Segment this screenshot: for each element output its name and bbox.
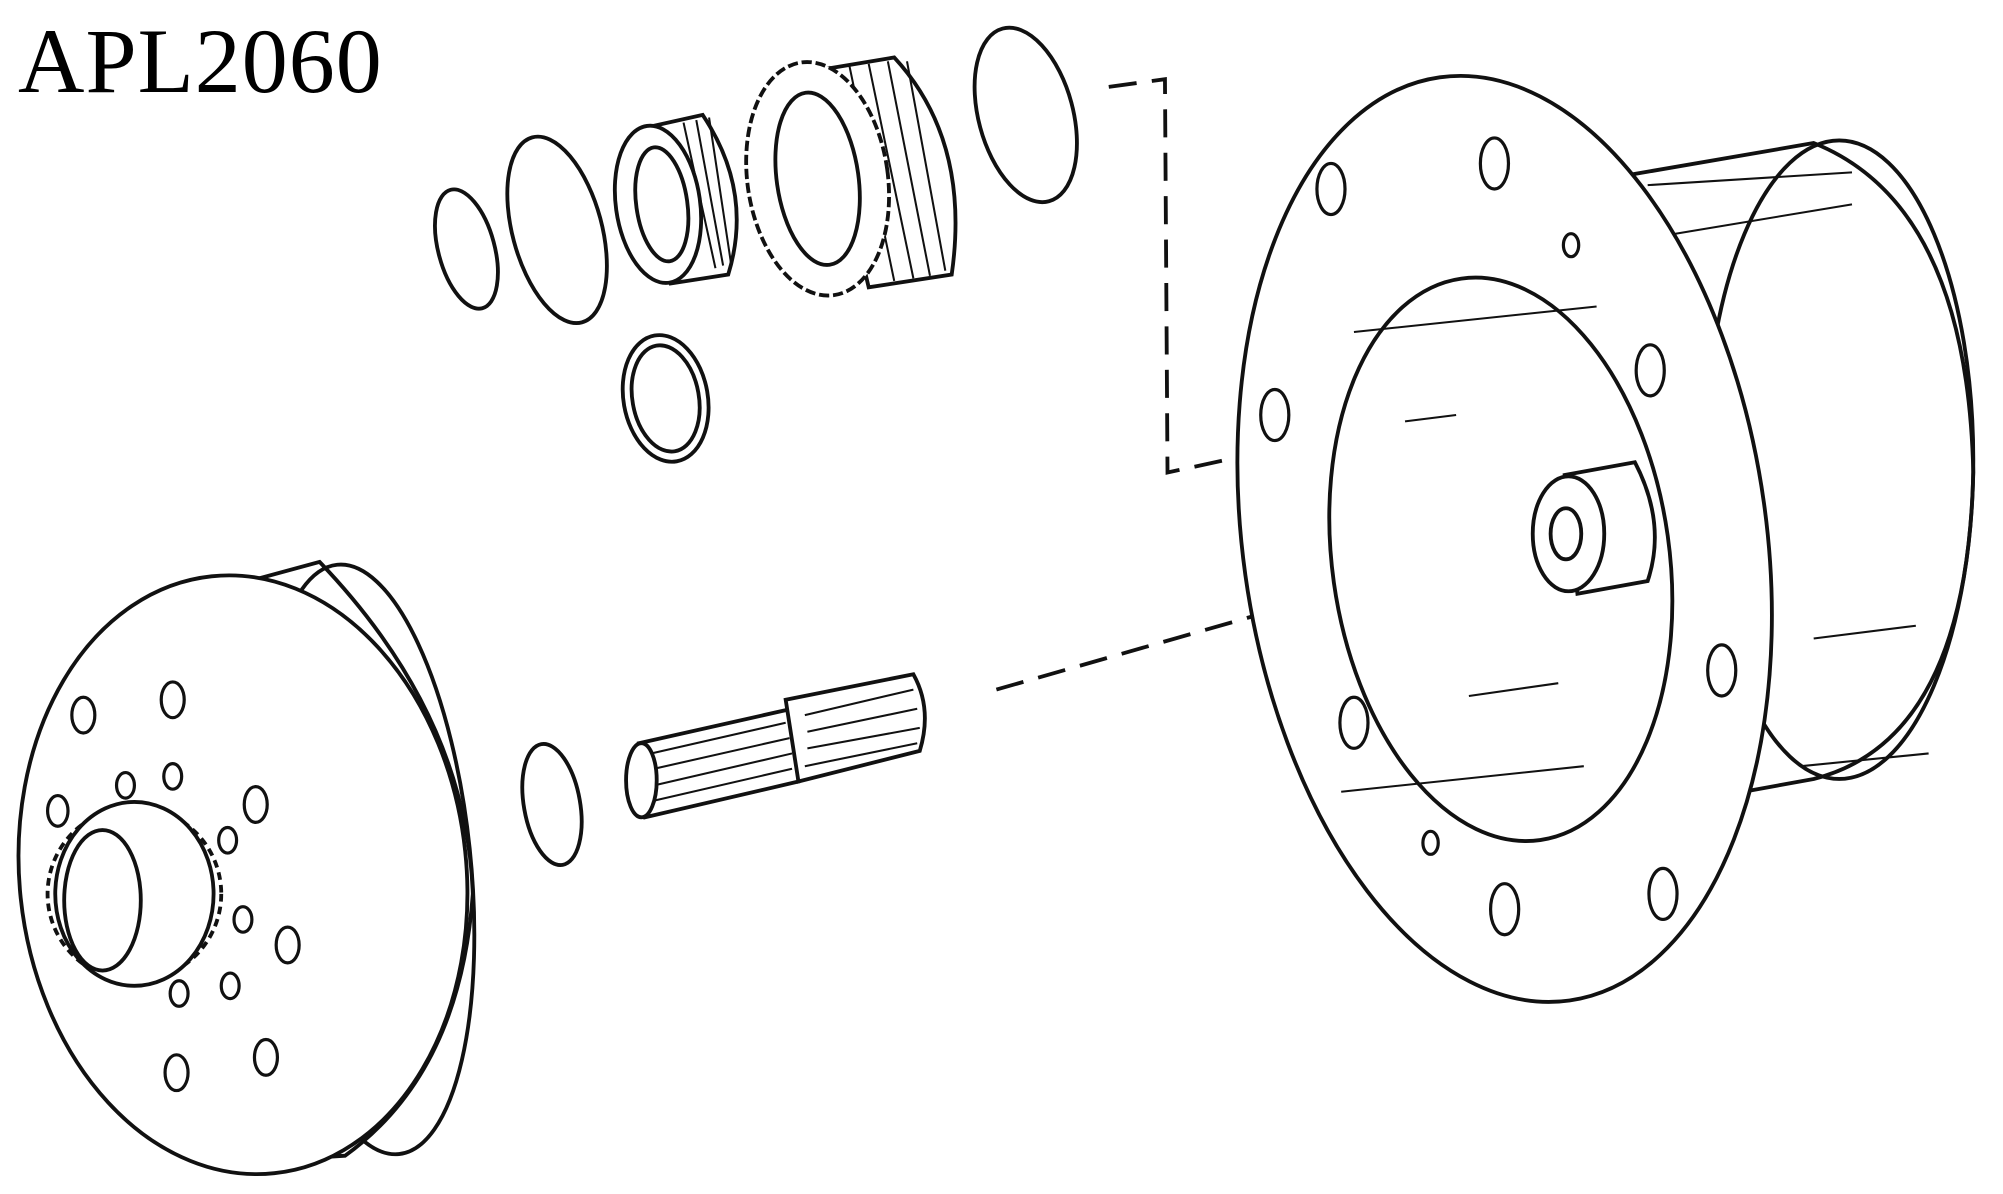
- flanged-hub: [1235, 73, 1976, 1004]
- planet-carrier-housing: [16, 559, 477, 1177]
- carrier-holes: [45, 680, 301, 1093]
- retaining-ring: [972, 25, 1079, 205]
- flange-bolt-holes: [1259, 136, 1738, 937]
- planet-gear: [744, 55, 958, 298]
- seal-ring: [620, 333, 711, 464]
- shaft-snap-ring: [520, 742, 584, 867]
- splined-shaft: [624, 672, 927, 820]
- snap-ring-large: [505, 134, 609, 326]
- part-number-title: APL2060: [18, 10, 383, 112]
- snap-ring-small: [433, 187, 500, 311]
- roller-bearing: [612, 112, 739, 286]
